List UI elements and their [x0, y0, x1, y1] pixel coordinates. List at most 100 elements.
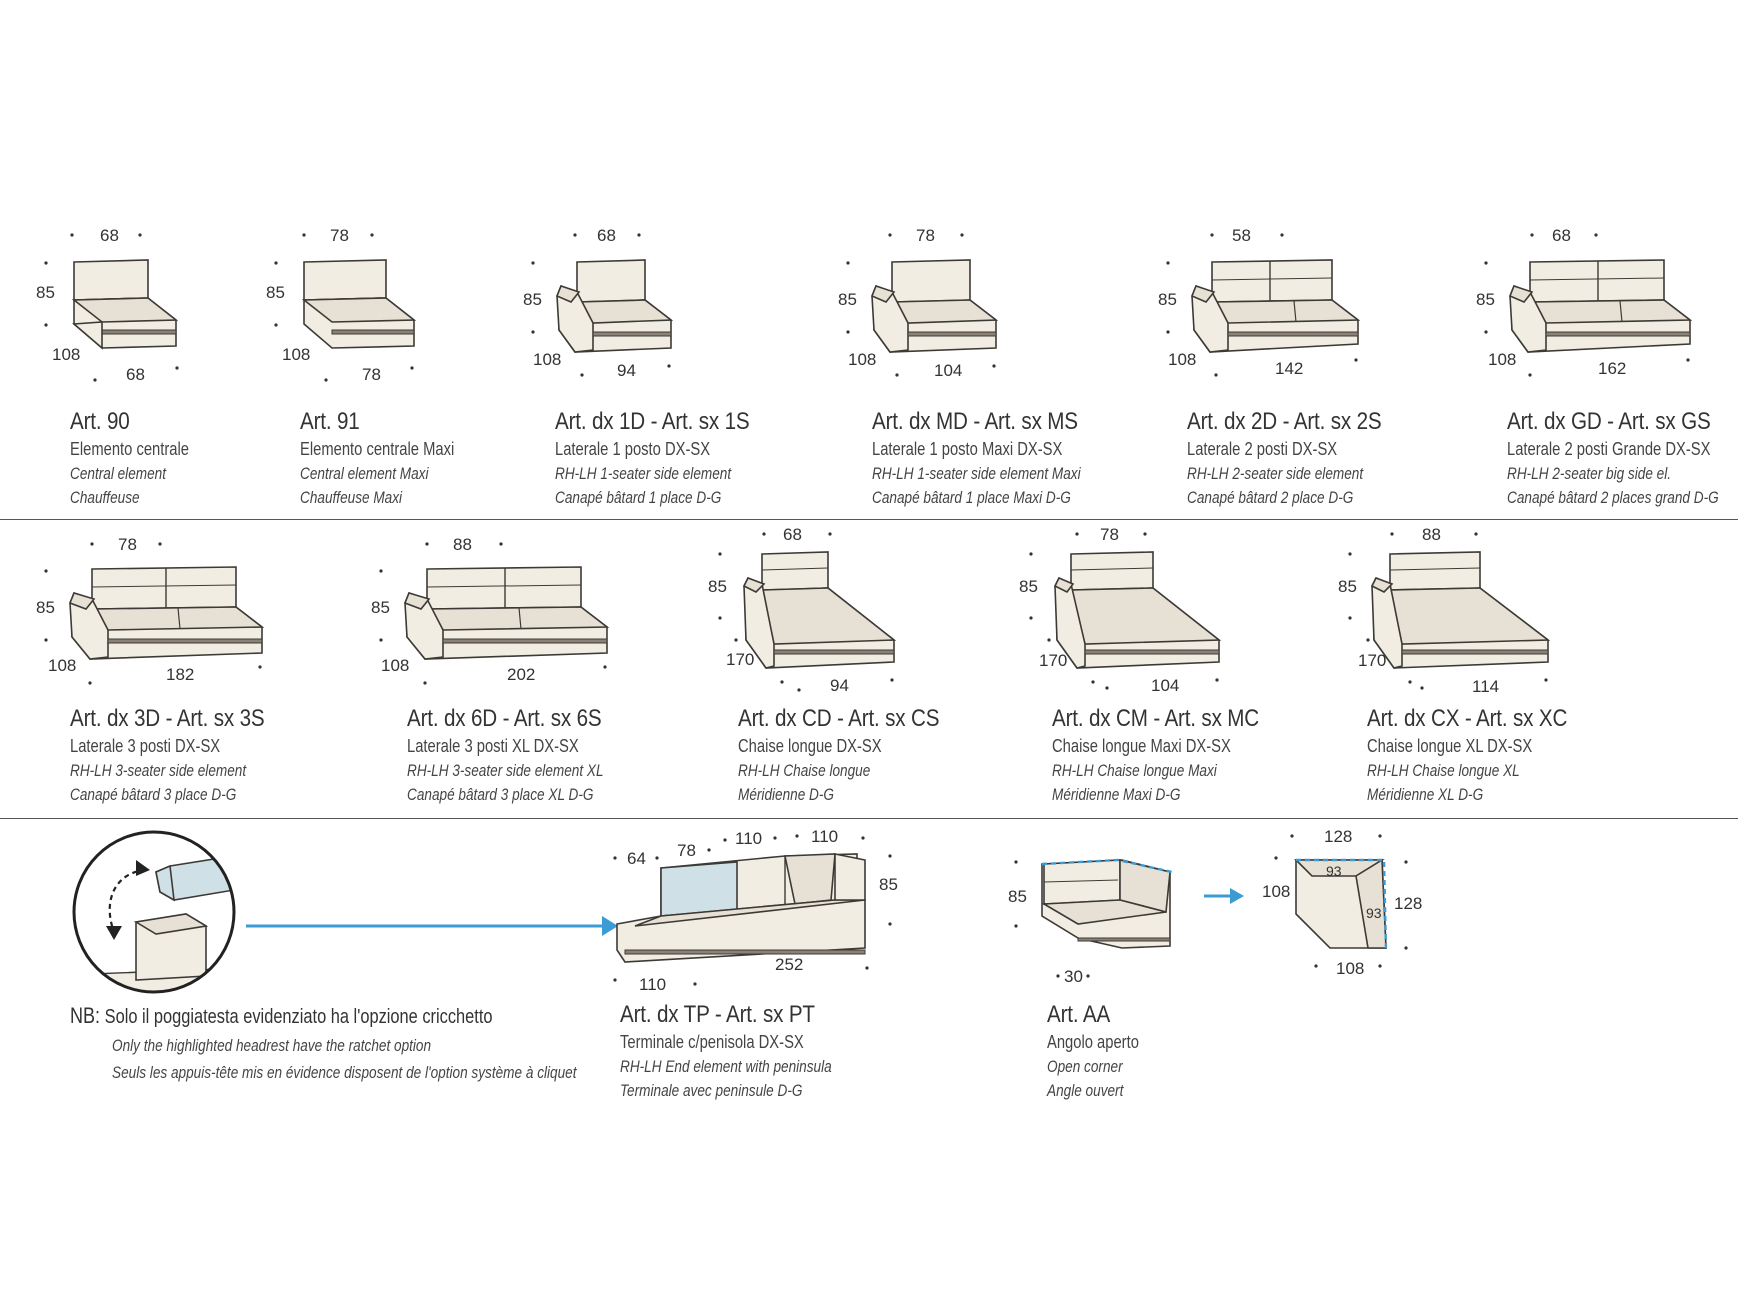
svg-text:85: 85 — [1338, 577, 1357, 596]
description-fr: Canapé bâtard 1 place Maxi D-G — [872, 488, 1071, 507]
note-fr: Seuls les appuis-tête mis en évidence di… — [112, 1063, 577, 1082]
svg-text:108: 108 — [1262, 882, 1290, 901]
module-drawing: 78 85 108 78 — [266, 226, 417, 384]
description-en: RH-LH 2-seater big side el. — [1507, 464, 1672, 483]
module-drawing: 78 85 170 104 — [1019, 525, 1222, 695]
description-en: Open corner — [1047, 1057, 1123, 1076]
svg-text:94: 94 — [617, 361, 636, 380]
module-drawing: 78 85 108 104 — [838, 226, 999, 380]
description-fr: Méridienne Maxi D-G — [1052, 785, 1181, 804]
ratchet-note: NB: Solo il poggiatesta evidenziato ha l… — [70, 1003, 693, 1083]
description-it: Angolo aperto — [1047, 1032, 1139, 1052]
module-drawing: 88 85 170 114 — [1338, 525, 1551, 696]
module-art-cx: 88 85 170 114 — [1330, 520, 1560, 700]
module-caption: Art. dx 6D - Art. sx 6S Laterale 3 posti… — [407, 705, 653, 804]
svg-text:85: 85 — [371, 598, 390, 617]
svg-text:110: 110 — [811, 827, 838, 846]
svg-text:85: 85 — [708, 577, 727, 596]
svg-text:128: 128 — [1394, 894, 1422, 913]
svg-text:85: 85 — [838, 290, 857, 309]
svg-text:78: 78 — [118, 535, 137, 554]
description-en: Central element Maxi — [300, 464, 429, 483]
svg-text:202: 202 — [507, 665, 535, 684]
svg-text:108: 108 — [1336, 959, 1364, 978]
svg-text:68: 68 — [100, 226, 119, 245]
module-drawing: 78 85 108 182 — [36, 535, 265, 685]
svg-text:104: 104 — [1151, 676, 1179, 695]
description-en: RH-LH 1-seater side element — [555, 464, 732, 483]
module-caption: Art. 90 Elemento centrale Central elemen… — [70, 408, 215, 507]
description-fr: Canapé bâtard 2 places grand D-G — [1507, 488, 1719, 507]
description-it: Chaise longue Maxi DX-SX — [1052, 736, 1231, 756]
description-it: Laterale 2 posti Grande DX-SX — [1507, 439, 1711, 459]
svg-text:93: 93 — [1326, 863, 1342, 879]
svg-text:85: 85 — [1476, 290, 1495, 309]
article-code: Art. dx 2D - Art. sx 2S — [1187, 408, 1382, 435]
ratchet-illustration — [72, 830, 618, 994]
module-caption: Art. dx TP - Art. sx PT Terminale c/peni… — [620, 1001, 885, 1100]
description-it: Laterale 1 posto DX-SX — [555, 439, 711, 459]
description-en: RH-LH 1-seater side element Maxi — [872, 464, 1081, 483]
description-it: Laterale 3 posti DX-SX — [70, 736, 221, 756]
description-it: Chaise longue XL DX-SX — [1367, 736, 1533, 756]
description-en: RH-LH Chaise longue XL — [1367, 761, 1520, 780]
module-art-90: 68 85 108 68 — [30, 220, 190, 390]
module-drawing: 88 85 108 202 — [371, 535, 610, 685]
svg-text:85: 85 — [879, 875, 898, 894]
article-code: Art. dx MD - Art. sx MS — [872, 408, 1078, 435]
svg-text:85: 85 — [36, 283, 55, 302]
article-code: Art. dx CX - Art. sx XC — [1367, 705, 1568, 732]
svg-text:78: 78 — [362, 365, 381, 384]
module-caption: Art. AA Angolo aperto Open corner Angle … — [1047, 1001, 1159, 1100]
article-code: Art. 90 — [70, 408, 130, 435]
article-code: Art. dx GD - Art. sx GS — [1507, 408, 1711, 435]
description-fr: Canapé bâtard 3 place D-G — [70, 785, 237, 804]
module-drawing: 68 85 170 94 — [708, 525, 897, 695]
article-code: Art. AA — [1047, 1001, 1111, 1028]
module-art-91: 78 85 108 78 — [260, 220, 430, 390]
module-drawing: 68 85 108 162 — [1476, 226, 1693, 378]
description-fr: Canapé bâtard 3 place XL D-G — [407, 785, 594, 804]
svg-text:85: 85 — [1008, 887, 1027, 906]
svg-text:182: 182 — [166, 665, 194, 684]
description-it: Terminale c/penisola DX-SX — [620, 1032, 804, 1052]
description-it: Laterale 3 posti XL DX-SX — [407, 736, 579, 756]
module-art-cm: 78 85 170 104 — [1015, 520, 1235, 700]
article-code: Art. dx 3D - Art. sx 3S — [70, 705, 265, 732]
note-it: Solo il poggiatesta evidenziato ha l'opz… — [104, 1006, 493, 1028]
article-code: Art. dx CM - Art. sx MC — [1052, 705, 1260, 732]
module-caption: Art. dx CM - Art. sx MC Chaise longue Ma… — [1052, 705, 1293, 804]
module-drawing: 58 85 108 142 — [1158, 226, 1361, 378]
module-caption: Art. dx 3D - Art. sx 3S Laterale 3 posti… — [70, 705, 296, 804]
description-en: RH-LH 2-seater side element — [1187, 464, 1364, 483]
description-fr: Terminale avec peninsule D-G — [620, 1081, 803, 1100]
svg-text:93: 93 — [1366, 905, 1382, 921]
module-art-3d: 78 85 108 182 — [30, 525, 280, 695]
description-en: RH-LH 3-seater side element XL — [407, 761, 604, 780]
svg-text:85: 85 — [36, 598, 55, 617]
svg-text:170: 170 — [1358, 651, 1386, 670]
article-code: Art. dx 6D - Art. sx 6S — [407, 705, 602, 732]
svg-text:110: 110 — [639, 975, 666, 994]
module-drawing: 64 78 110 110 85 252 110 — [613, 827, 898, 994]
module-caption: Art. dx MD - Art. sx MS Laterale 1 posto… — [872, 408, 1133, 507]
svg-text:128: 128 — [1324, 827, 1352, 846]
description-it: Laterale 2 posti DX-SX — [1187, 439, 1338, 459]
row-divider — [0, 818, 1738, 819]
module-caption: Art. dx CX - Art. sx XC Chaise longue XL… — [1367, 705, 1600, 804]
row-divider — [0, 519, 1738, 520]
description-en: RH-LH 3-seater side element — [70, 761, 247, 780]
svg-text:108: 108 — [533, 350, 561, 369]
svg-text:78: 78 — [916, 226, 935, 245]
svg-text:108: 108 — [282, 345, 310, 364]
description-fr: Chauffeuse Maxi — [300, 488, 403, 507]
ratchet-detail — [66, 830, 618, 1000]
svg-text:108: 108 — [381, 656, 409, 675]
module-caption: Art. dx CD - Art. sx CS Chaise longue DX… — [738, 707, 972, 804]
article-code: Art. 91 — [300, 408, 360, 435]
module-drawing: 68 85 108 94 — [523, 226, 674, 380]
svg-text:108: 108 — [48, 656, 76, 675]
article-code: Art. dx TP - Art. sx PT — [620, 1001, 815, 1028]
svg-text:64: 64 — [627, 849, 646, 868]
